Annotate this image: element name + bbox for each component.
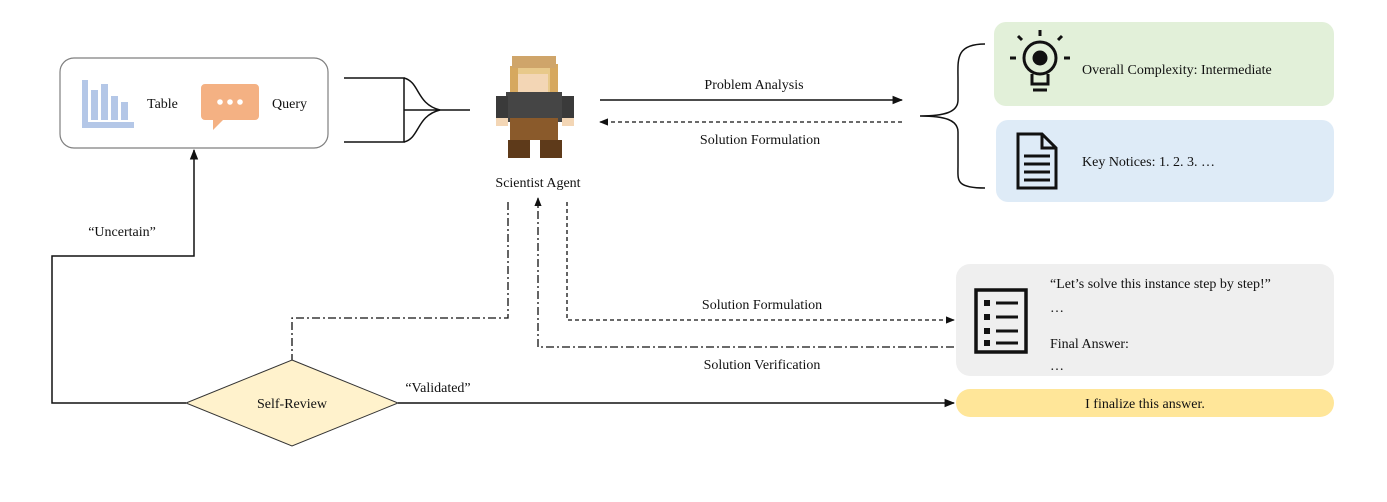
table-chart-icon bbox=[82, 80, 134, 128]
self-review-diamond bbox=[184, 359, 400, 447]
table-label: Table bbox=[147, 97, 178, 112]
agent-label: Scientist Agent bbox=[495, 176, 580, 191]
solution-verification-label: Solution Verification bbox=[704, 358, 821, 373]
solution-line-2: … bbox=[1050, 301, 1064, 316]
solution-verification-arrow bbox=[534, 197, 954, 348]
analysis-brace bbox=[919, 43, 986, 189]
final-answer-text: I finalize this answer. bbox=[1085, 397, 1205, 412]
final-answer-box bbox=[956, 389, 1334, 417]
complexity-text: Overall Complexity: Intermediate bbox=[1082, 63, 1272, 78]
solution-box bbox=[956, 264, 1334, 376]
input-bracket bbox=[344, 77, 470, 143]
solution-formulation-top-label: Solution Formulation bbox=[700, 133, 820, 148]
uncertain-arrow bbox=[51, 148, 199, 404]
notices-box bbox=[996, 120, 1334, 202]
solution-formulation-mid-label: Solution Formulation bbox=[702, 298, 822, 313]
validated-label: “Validated” bbox=[405, 381, 470, 396]
document-icon bbox=[1016, 132, 1058, 190]
problem-analysis-label: Problem Analysis bbox=[704, 78, 803, 93]
agent-to-review-arrow bbox=[288, 202, 509, 373]
complexity-box bbox=[994, 22, 1334, 106]
solution-line-4: … bbox=[1050, 359, 1064, 374]
input-brace bbox=[403, 77, 441, 143]
self-review-label: Self-Review bbox=[257, 397, 328, 412]
solution-line-1: “Let’s solve this instance step by step!… bbox=[1050, 277, 1271, 292]
lightbulb-gear-icon bbox=[1010, 30, 1070, 92]
chat-bubble-icon bbox=[201, 84, 259, 130]
list-icon bbox=[974, 288, 1028, 354]
query-label: Query bbox=[272, 97, 307, 112]
notices-text: Key Notices: 1. 2. 3. … bbox=[1082, 155, 1215, 170]
solution-line-3: Final Answer: bbox=[1050, 337, 1129, 352]
scientist-agent-avatar bbox=[496, 56, 574, 158]
uncertain-label: “Uncertain” bbox=[88, 225, 156, 240]
